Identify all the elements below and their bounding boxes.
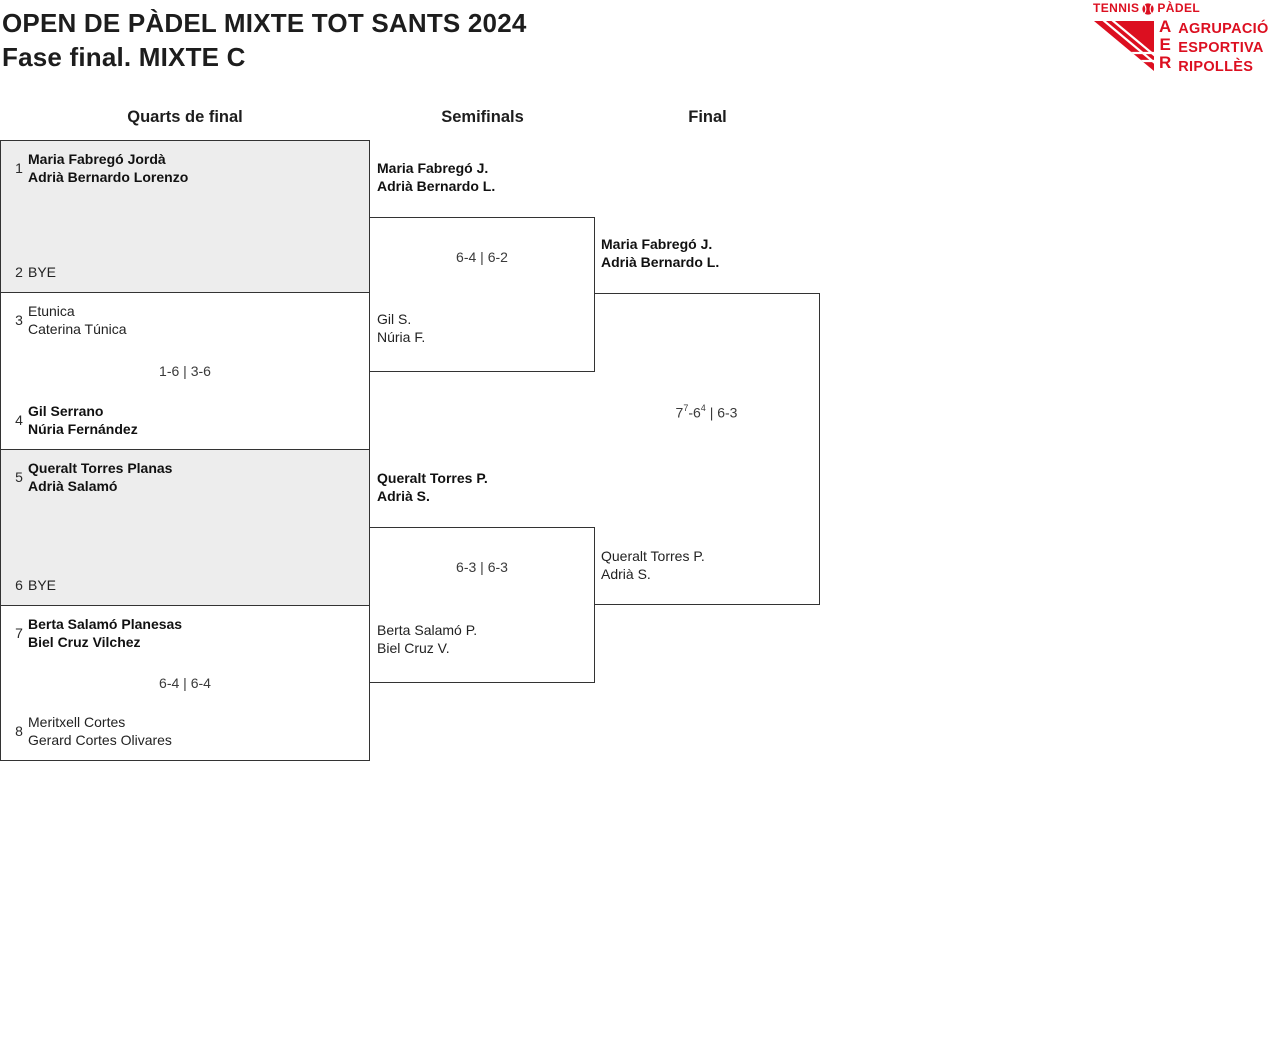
player-name: Núria Fernández: [28, 421, 138, 437]
player-name: Adrià S.: [377, 487, 430, 504]
logo-acronym: A E R: [1159, 18, 1171, 77]
tennis-ball-icon: [1142, 2, 1155, 15]
player-name: Maria Fabregó J.: [377, 160, 489, 176]
team-row: 1 Maria Fabregó Jordà Adrià Bernardo Lor…: [1, 150, 369, 186]
score-games: 6: [693, 404, 701, 421]
logo-top-row: TENNIS PÀDEL: [1093, 2, 1280, 15]
team-row: 6 BYE: [1, 576, 369, 594]
logo-main-row: A E R AGRUPACIÓ ESPORTIVA RIPOLLÈS: [1093, 18, 1280, 77]
semifinal-match-2: Queralt Torres P. Adrià S. 6-3 | 6-3 Ber…: [369, 470, 595, 683]
quarterfinal-match-1: 1 Maria Fabregó Jordà Adrià Bernardo Lor…: [0, 140, 370, 293]
seed-number: 2: [15, 264, 23, 280]
player-name: Adrià S.: [601, 565, 651, 582]
player-name: BYE: [28, 577, 57, 593]
column-header-semifinals: Semifinals: [441, 108, 524, 126]
quarterfinal-match-2: 3 Etunica Caterina Túnica 1-6 | 3-6 4 Gi…: [0, 292, 370, 450]
player-name: Biel Cruz Vilchez: [28, 634, 141, 650]
player-name: Queralt Torres P.: [601, 548, 705, 564]
player-name: Queralt Torres Planas: [28, 460, 173, 476]
team-row: 4 Gil Serrano Núria Fernández: [1, 402, 369, 438]
quarterfinal-match-4: 7 Berta Salamó Planesas Biel Cruz Vilche…: [0, 605, 370, 761]
team-row: 5 Queralt Torres Planas Adrià Salamó: [1, 459, 369, 495]
logo-name-line: RIPOLLÈS: [1178, 59, 1254, 75]
player-name: Núria F.: [377, 328, 426, 345]
column-header-final: Final: [688, 108, 727, 126]
score-tiebreak: 7: [683, 403, 689, 413]
seed-number: 1: [15, 160, 23, 176]
player-name: Maria Fabregó J.: [601, 236, 713, 252]
seed-number: 7: [15, 625, 23, 641]
logo-tennis-text: TENNIS: [1093, 1, 1140, 15]
seed-number: 6: [15, 577, 23, 593]
player-name: Etunica: [28, 303, 75, 319]
seed-number: 3: [15, 312, 23, 328]
logo-club-name: AGRUPACIÓ ESPORTIVA RIPOLLÈS: [1178, 20, 1268, 77]
logo-letter-r: R: [1159, 53, 1172, 72]
advancing-team-label: Queralt Torres P. Adrià S.: [377, 470, 488, 505]
quarterfinal-match-3: 5 Queralt Torres Planas Adrià Salamó 6 B…: [0, 449, 370, 606]
team-players: Berta Salamó Planesas Biel Cruz Vilchez: [28, 615, 182, 651]
logo-name-line: AGRUPACIÓ: [1178, 21, 1269, 37]
team-players: BYE: [28, 263, 56, 281]
score-rest: | 6-3: [705, 404, 738, 421]
player-name: Biel Cruz V.: [377, 639, 450, 656]
team-players: Meritxell Cortes Gerard Cortes Olivares: [28, 713, 172, 749]
match-score: 1-6 | 3-6: [159, 363, 211, 379]
team-players: BYE: [28, 576, 56, 594]
page-subtitle: Fase final. MIXTE C: [2, 42, 246, 72]
player-name: Caterina Túnica: [28, 321, 127, 337]
final-match: Maria Fabregó J. Adrià Bernardo L. 77-64…: [594, 236, 820, 605]
player-name: Adrià Bernardo L.: [601, 253, 720, 270]
team-row: 7 Berta Salamó Planesas Biel Cruz Vilche…: [1, 615, 369, 651]
logo-name-line: ESPORTIVA: [1178, 40, 1264, 56]
team-row: 3 Etunica Caterina Túnica: [1, 302, 369, 338]
logo-letter-e: E: [1159, 35, 1171, 54]
player-name: Queralt Torres P.: [377, 470, 488, 486]
team-players: Gil Serrano Núria Fernández: [28, 402, 138, 438]
seed-number: 8: [15, 723, 23, 739]
match-score: 77-64 | 6-3: [594, 403, 819, 421]
player-name: Adrià Bernardo Lorenzo: [28, 169, 189, 185]
team-players: Maria Fabregó Jordà Adrià Bernardo Loren…: [28, 150, 188, 186]
aer-triangle-icon: [1094, 21, 1154, 71]
column-header-quarterfinals: Quarts de final: [127, 108, 243, 126]
player-name: Berta Salamó Planesas: [28, 616, 183, 632]
player-name: Adrià Salamó: [28, 478, 118, 494]
player-name: Berta Salamó P.: [377, 622, 478, 638]
match-score: 6-4 | 6-4: [159, 675, 211, 691]
player-name: Gil S.: [377, 311, 412, 327]
team-label: Berta Salamó P. Biel Cruz V.: [377, 622, 477, 657]
player-name: Adrià Bernardo L.: [377, 177, 496, 194]
player-name: BYE: [28, 264, 57, 280]
logo-padel-text: PÀDEL: [1157, 1, 1201, 15]
match-score: 6-3 | 6-3: [456, 559, 508, 575]
seed-number: 4: [15, 412, 23, 428]
score-dash: -: [688, 404, 693, 421]
advancing-team-label: Maria Fabregó J. Adrià Bernardo L.: [377, 160, 495, 195]
team-row: 2 BYE: [1, 263, 369, 281]
player-name: Gerard Cortes Olivares: [28, 732, 172, 748]
team-label: Gil S. Núria F.: [377, 311, 425, 346]
player-name: Gil Serrano: [28, 403, 104, 419]
team-label: Queralt Torres P. Adrià S.: [601, 548, 705, 583]
score-tiebreak: 4: [700, 403, 706, 413]
team-players: Etunica Caterina Túnica: [28, 302, 127, 338]
logo-letter-a: A: [1159, 17, 1172, 36]
page-title: OPEN DE PÀDEL MIXTE TOT SANTS 2024: [2, 8, 527, 38]
team-players: Queralt Torres Planas Adrià Salamó: [28, 459, 172, 495]
seed-number: 5: [15, 469, 23, 485]
team-row: 8 Meritxell Cortes Gerard Cortes Olivare…: [1, 713, 369, 749]
player-name: Meritxell Cortes: [28, 714, 126, 730]
aer-logo: TENNIS PÀDEL: [1093, 2, 1280, 77]
match-score: 6-4 | 6-2: [456, 249, 508, 265]
score-games: 7: [675, 404, 684, 421]
semifinal-match-1: Maria Fabregó J. Adrià Bernardo L. 6-4 |…: [369, 160, 595, 372]
champion-team-label: Maria Fabregó J. Adrià Bernardo L.: [601, 236, 719, 271]
player-name: Maria Fabregó Jordà: [28, 151, 166, 167]
